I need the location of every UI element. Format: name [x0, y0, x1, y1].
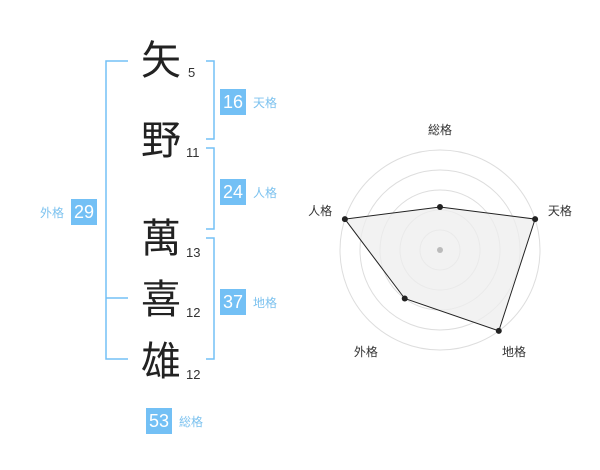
tenkaku-bracket [206, 60, 215, 140]
radar-area [343, 206, 536, 332]
chikaku-bracket [206, 237, 215, 360]
chikaku-label: 地格 [253, 296, 278, 310]
radar-point-3 [495, 327, 502, 334]
radar-axis-label-2: 天格 [548, 203, 572, 218]
radar-point-1 [437, 204, 443, 210]
name-char-3: 萬 [141, 216, 181, 262]
radar-point-4 [401, 295, 408, 302]
stroke-count-1: 5 [188, 65, 196, 80]
name-char-1: 矢 [141, 38, 181, 84]
name-char-5: 雄 [141, 339, 181, 385]
gaikaku-value: 29 [71, 199, 97, 225]
bracket-lines [105, 60, 215, 360]
name-panel: 矢 5 野 11 萬 13 喜 12 雄 12 16 天格 24 人格 37 地… [40, 38, 278, 434]
stroke-count-5: 12 [186, 367, 201, 382]
radar-center-dot [437, 247, 443, 253]
radar-axis-label-5: 人格 [308, 203, 332, 218]
soukaku-value: 53 [146, 408, 172, 434]
radar-ring-5 [339, 149, 541, 351]
jinkaku-bracket [206, 147, 215, 230]
tenkaku-label: 天格 [253, 96, 278, 110]
soukaku-label: 総格 [179, 415, 204, 429]
chikaku-value: 37 [220, 289, 246, 315]
jinkaku-label: 人格 [253, 186, 278, 200]
gaikaku-label: 外格 [40, 206, 65, 220]
radar-point-5 [341, 216, 348, 223]
gaikaku-bracket [105, 60, 128, 360]
radar-point-2 [532, 216, 539, 223]
name-char-4: 喜 [141, 277, 181, 323]
jinkaku-value: 24 [220, 179, 246, 205]
name-char-2: 野 [141, 118, 181, 164]
stroke-count-4: 12 [186, 305, 201, 320]
radar-axis-label-3: 地格 [502, 344, 526, 359]
stroke-count-3: 13 [186, 245, 201, 260]
radar-axis-label-1: 総格 [428, 122, 452, 137]
tenkaku-value: 16 [220, 89, 246, 115]
stroke-count-2: 11 [186, 145, 200, 160]
radar-axis-label-4: 外格 [354, 344, 378, 359]
